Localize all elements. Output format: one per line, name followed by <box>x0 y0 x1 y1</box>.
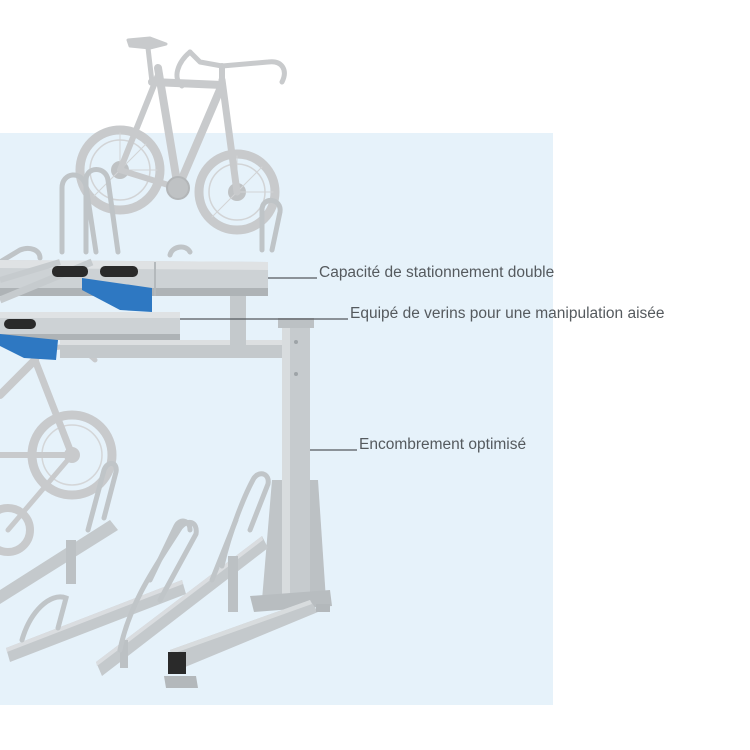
callout-footprint: Encombrement optimisé <box>359 436 527 453</box>
upper-bike <box>75 36 287 235</box>
upper-tray-grips <box>52 266 138 277</box>
callout-leaders <box>180 277 357 451</box>
callout-capacity: Capacité de stationnement double <box>319 264 555 281</box>
main-frame <box>60 296 332 688</box>
callout-gas-springs: Equipé de verins pour une manipulation a… <box>350 305 665 322</box>
lower-tray <box>0 312 180 340</box>
lower-blue-bracket <box>0 334 58 360</box>
upper-tray-hoops <box>0 167 283 265</box>
upper-blue-bracket <box>82 278 152 312</box>
ground-rail-hoops <box>19 461 271 653</box>
